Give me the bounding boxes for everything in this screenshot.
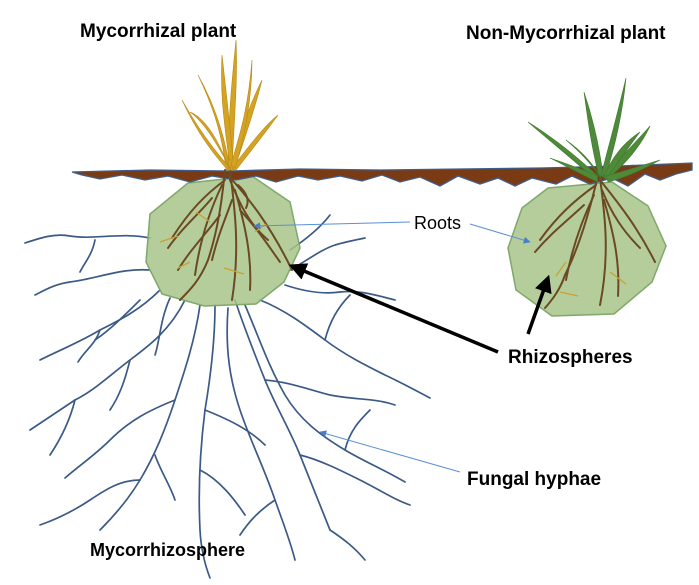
fungal-hyphae-pointer	[320, 432, 460, 472]
rhizospheres-label: Rhizospheres	[508, 346, 633, 370]
mycorrhizosphere-label: Mycorrhizosphere	[90, 539, 245, 562]
mycorrhizal-plant-label: Mycorrhizal plant	[80, 20, 236, 44]
non-mycorrhizal-plant-label: Non-Mycorrhizal plant	[466, 16, 676, 52]
rhizosphere-right	[508, 182, 666, 316]
roots-label: Roots	[414, 212, 461, 235]
fungal-hyphae-label: Fungal hyphae	[467, 468, 601, 492]
mycorrhizal-plant-shoot	[182, 40, 278, 170]
